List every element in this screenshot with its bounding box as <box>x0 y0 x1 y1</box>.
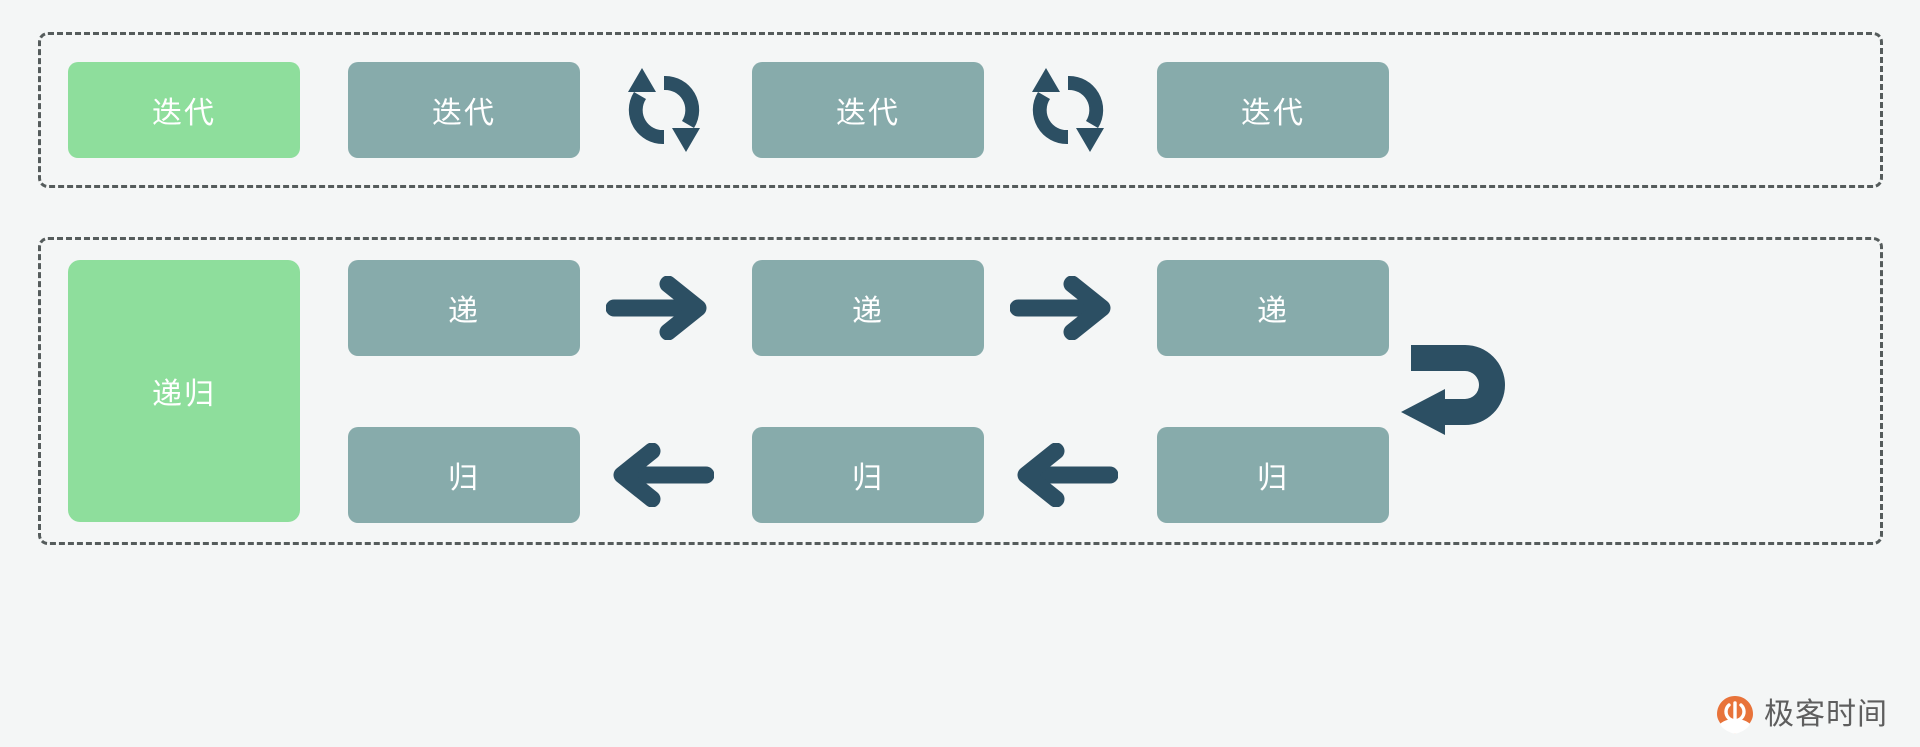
arrow-left-icon <box>613 443 714 507</box>
geektime-logo: 极客时间 <box>1716 695 1888 735</box>
recursion-group-boundary <box>38 237 1883 545</box>
u-turn-arrow-icon <box>1401 345 1505 435</box>
recursion-return-node-1[interactable]: 归 <box>348 427 580 523</box>
iteration-group-boundary <box>38 32 1883 188</box>
cycle-arrows-icon <box>1032 68 1104 152</box>
recursion-descend-node-1[interactable]: 递 <box>348 260 580 356</box>
recursion-return-node-2[interactable]: 归 <box>752 427 984 523</box>
recursion-descend-node-2[interactable]: 递 <box>752 260 984 356</box>
arrow-right-icon <box>606 276 707 340</box>
cycle-arrows-icon <box>628 68 700 152</box>
arrow-left-icon <box>1017 443 1118 507</box>
iteration-step-node-2[interactable]: 迭代 <box>752 62 984 158</box>
brand-text: 极客时间 <box>1764 697 1888 732</box>
recursion-descend-node-3[interactable]: 递 <box>1157 260 1389 356</box>
iteration-label-node[interactable]: 迭代 <box>68 62 300 158</box>
arrow-right-icon <box>1010 276 1111 340</box>
geektime-mark-icon <box>1717 696 1753 734</box>
iteration-step-node-3[interactable]: 迭代 <box>1157 62 1389 158</box>
recursion-label-node[interactable]: 递归 <box>68 260 300 522</box>
recursion-return-node-3[interactable]: 归 <box>1157 427 1389 523</box>
iteration-step-node-1[interactable]: 迭代 <box>348 62 580 158</box>
